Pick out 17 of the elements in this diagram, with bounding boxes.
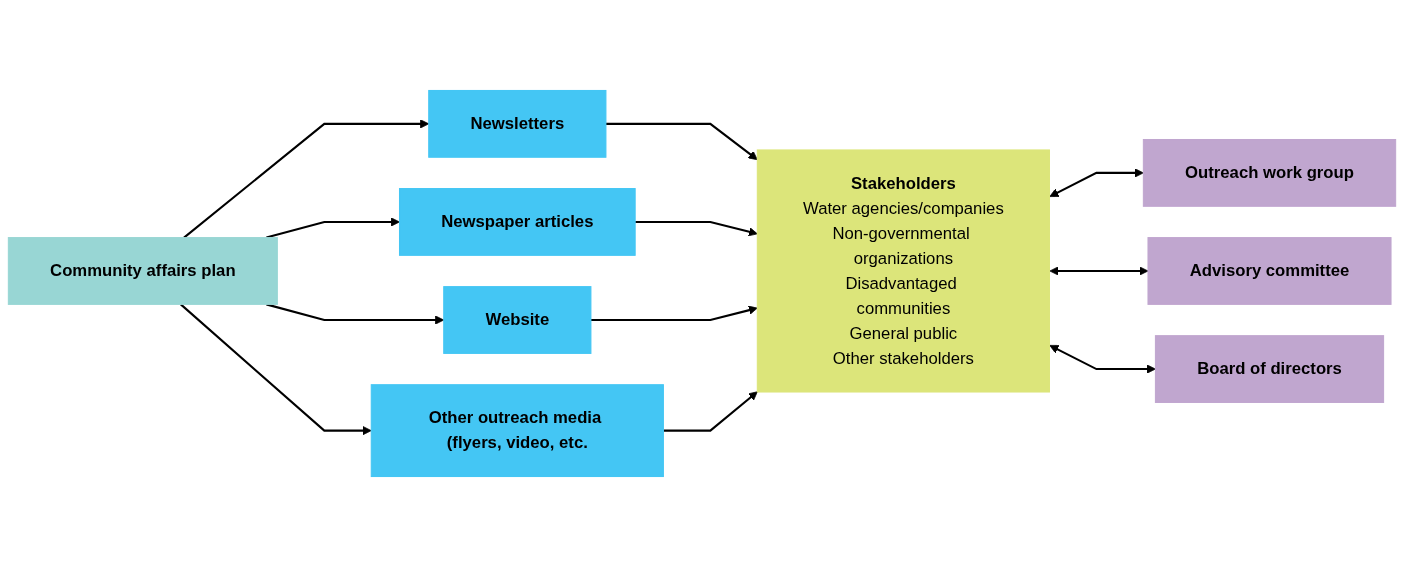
arrow	[1049, 168, 1144, 197]
node-box: Website	[443, 286, 592, 354]
node-box: Newspaper articles	[399, 188, 636, 256]
arrow	[1049, 344, 1156, 374]
node-box: Stakeholders Water agencies/companies Non-governmental organizations Disadvantaged communities General public Other stakeholders	[756, 149, 1050, 393]
node-box: Advisory committee	[1147, 237, 1392, 305]
arrow	[635, 220, 758, 237]
arrow	[605, 122, 758, 161]
node-box: Community affairs plan	[7, 237, 278, 305]
node-box: Newsletters	[428, 89, 607, 158]
arrow	[663, 391, 758, 432]
node-box: Outreach work group	[1142, 139, 1397, 207]
arrow	[590, 305, 758, 322]
node-box: Other outreach media (flyers, video, etc.	[370, 384, 664, 478]
arrow	[266, 217, 400, 239]
node-box: Board of directors	[1154, 335, 1385, 403]
arrow	[180, 303, 372, 436]
